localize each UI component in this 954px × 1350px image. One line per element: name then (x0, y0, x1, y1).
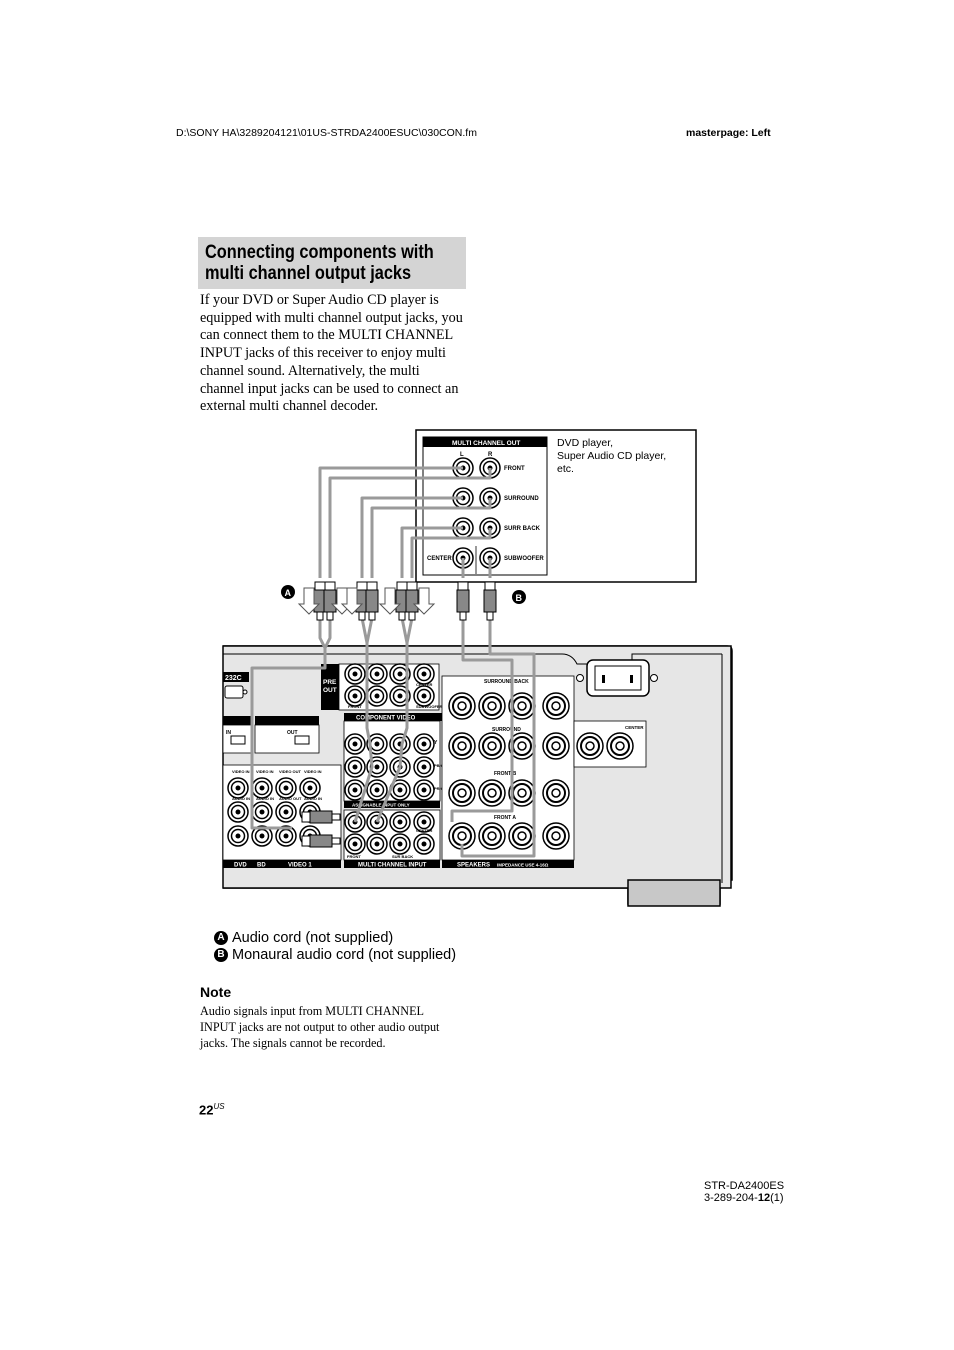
dvd-label: DVD (234, 863, 247, 869)
dvd-audio-in-label: AUDIO IN (232, 796, 250, 801)
y-label: Y (434, 740, 438, 746)
player-caption-line-3: etc. (557, 463, 574, 475)
pb-label: PB/CB (434, 763, 447, 768)
bd-label: BD (257, 863, 266, 869)
pr-label: PR/CR (434, 786, 447, 791)
section-title-line-2: multi channel output jacks (205, 263, 412, 284)
player-caption-line-1: DVD player, (557, 437, 613, 449)
dvd-player-panel: MULTI CHANNEL OUT L R FRONT SURROUND SUR… (415, 429, 697, 583)
rs232c-label: 232C (225, 675, 242, 682)
multi-channel-input-block: FRONT SUR BACK CENTER MULTI CHANNEL INPU… (343, 809, 441, 869)
legend-a-badge: A (214, 931, 228, 945)
section-title: Connecting components with multi channel… (205, 242, 434, 284)
center-speaker-terminals: CENTER (573, 720, 647, 768)
video1-video-in-label: VIDEO IN (304, 769, 322, 774)
cable-plugs (298, 581, 497, 621)
video1-video-out-label: VIDEO OUT (279, 769, 302, 774)
player-center-label: CENTER (427, 556, 452, 562)
pre-out-subwoofer-label: SUBWOOFER (416, 704, 443, 709)
note-body: Audio signals input from MULTI CHANNEL I… (200, 1004, 440, 1050)
video1-label: VIDEO 1 (288, 863, 312, 869)
bd-audio-in-label: AUDIO IN (256, 796, 274, 801)
legend-a: A Audio cord (not supplied) (214, 930, 393, 946)
player-caption-line-2: Super Audio CD player, (557, 450, 666, 462)
surround-back-label: SURROUND BACK (484, 679, 529, 685)
hdmi-out-label: OUT (287, 730, 298, 736)
assignable-label: ASSIGNABLE INPUT ONLY (352, 803, 410, 808)
pre-out-front-label: FRONT (348, 704, 362, 709)
pre-out-label-2: OUT (323, 687, 337, 694)
section-title-line-1: Connecting components with (205, 242, 434, 263)
player-surround-label: SURROUND (504, 496, 539, 502)
svg-text:B: B (516, 593, 523, 603)
surround-label: SURROUND (492, 727, 521, 733)
player-surr-back-label: SURR BACK (504, 526, 541, 532)
mci-center-label: CENTER (416, 828, 433, 833)
page-number-suffix: US (213, 1102, 225, 1111)
receiver-rear-panel: 232C OUT IN PRE OUT CENTER SUBWOO (222, 645, 733, 907)
dvd-video-in-label: VIDEO IN (232, 769, 250, 774)
player-front-label: FRONT (504, 466, 525, 472)
note-heading: Note (200, 984, 232, 1000)
part-number: 3-289-204-12(1) (704, 1192, 784, 1204)
legend-b: B Monaural audio cord (not supplied) (214, 947, 456, 963)
model-info: STR-DA2400ES 3-289-204-12(1) (704, 1180, 784, 1204)
header-masterpage: masterpage: Left (686, 127, 771, 139)
hdmi-in-label: IN (226, 730, 231, 736)
pre-out-label-1: PRE (323, 679, 337, 686)
svg-text:A: A (285, 588, 292, 598)
player-subwoofer-label: SUBWOOFER (504, 556, 544, 562)
model-name: STR-DA2400ES (704, 1180, 785, 1192)
bd-video-in-label: VIDEO IN (256, 769, 274, 774)
impedance-label: IMPEDANCE USE 4-16Ω (497, 863, 549, 868)
video1-audio-out-label: AUDIO OUT (279, 796, 302, 801)
multi-channel-input-label: MULTI CHANNEL INPUT (358, 863, 427, 869)
audio-cables (250, 466, 536, 858)
component-video-block: COMPONENT VIDEO Y PB/CB PR/CR ASSIGNABLE… (343, 713, 447, 808)
rs232c-port: 232C (223, 672, 249, 699)
speakers-block: SURROUND BACK SURROUND FRONT B FRONT A S… (441, 675, 575, 869)
marker-b: B (512, 590, 526, 604)
ac-inlet (576, 659, 658, 697)
multi-channel-out-label: MULTI CHANNEL OUT (452, 440, 520, 447)
section-title-box (198, 237, 466, 289)
front-b-label: FRONT B (494, 771, 517, 777)
player-col-l: L (460, 452, 464, 458)
page-number: 22US (199, 1102, 225, 1117)
marker-a: A (281, 585, 295, 599)
mci-front-label: FRONT (347, 854, 361, 859)
player-col-r: R (488, 452, 493, 458)
pre-out-block: PRE OUT CENTER SUBWOOFER FRONT (321, 663, 443, 711)
legend-b-text: Monaural audio cord (not supplied) (232, 947, 457, 963)
video1-audio-in-label: AUDIO IN (304, 796, 322, 801)
header-file-path: D:\SONY HA\3289204121\01US-STRDA2400ESUC… (176, 127, 477, 139)
pre-out-center-label: CENTER (416, 682, 433, 687)
front-a-label: FRONT A (494, 815, 516, 821)
mci-surback-label: SUR BACK (392, 854, 413, 859)
legend-a-text: Audio cord (not supplied) (232, 930, 394, 946)
intro-paragraph: If your DVD or Super Audio CD player is … (200, 292, 463, 415)
connection-diagram: 232C OUT IN PRE OUT CENTER SUBWOO (222, 429, 733, 907)
speakers-label: SPEAKERS (457, 863, 490, 869)
page-number-value: 22 (199, 1102, 214, 1118)
legend-b-badge: B (214, 948, 228, 962)
component-video-label: COMPONENT VIDEO (356, 716, 416, 722)
center-terminal-label: CENTER (625, 725, 644, 730)
video-audio-jacks: VIDEO IN VIDEO IN VIDEO OUT VIDEO IN AUD… (222, 764, 342, 869)
